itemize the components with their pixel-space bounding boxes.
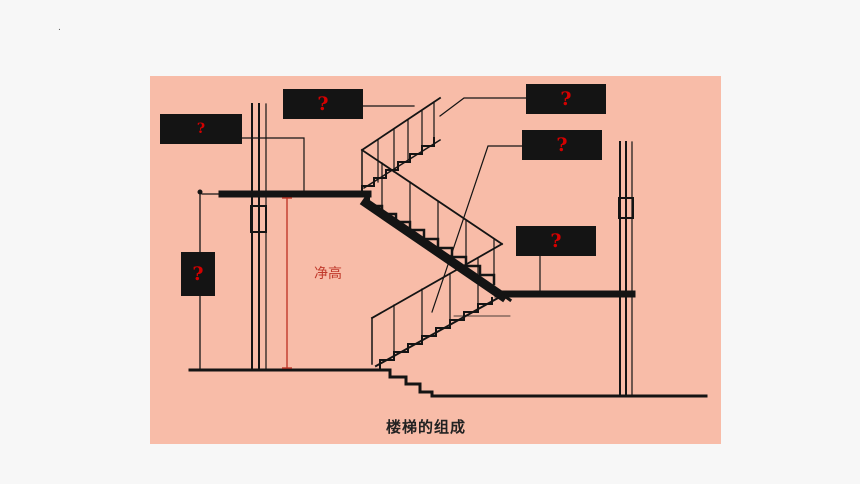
label-box-top-right: ?	[526, 84, 606, 114]
balusters-main-flight	[381, 162, 495, 285]
balusters-top-flight	[377, 101, 435, 183]
label-box-right-upper: ?	[522, 130, 602, 160]
leader-box-top-right	[439, 97, 527, 117]
leader-box-right-upper	[431, 145, 523, 313]
landing-joint	[493, 287, 513, 303]
handrail-top-flight	[360, 96, 442, 152]
diagram-caption: 楼梯的组成	[386, 418, 467, 436]
leader-box-top-left	[241, 137, 305, 195]
floor-height-dimension-start	[197, 189, 203, 195]
label-box-left-height: ?	[181, 252, 215, 296]
label-box-top-left: ?	[160, 114, 242, 144]
ground-steps-and-floor	[374, 368, 708, 398]
stair-diagram: 净高 ? ? ? ? ? ? 楼梯的组成	[150, 76, 721, 444]
next-flight-soffit	[362, 138, 442, 190]
handrail-main-flight	[360, 148, 504, 246]
stair-drawing	[188, 96, 708, 398]
upper-flight-slab	[359, 196, 509, 303]
right-wall-block	[618, 197, 634, 219]
balusters-lower-flight	[393, 257, 479, 361]
clear-height-dimension	[282, 197, 292, 369]
label-box-top-middle: ?	[283, 89, 363, 119]
left-wall-beam	[250, 205, 267, 233]
lower-flight-steps	[379, 297, 493, 369]
clear-height-label: 净高	[314, 266, 342, 282]
slide-corner-mark: .	[58, 23, 61, 33]
label-box-right-middle: ?	[516, 226, 596, 256]
